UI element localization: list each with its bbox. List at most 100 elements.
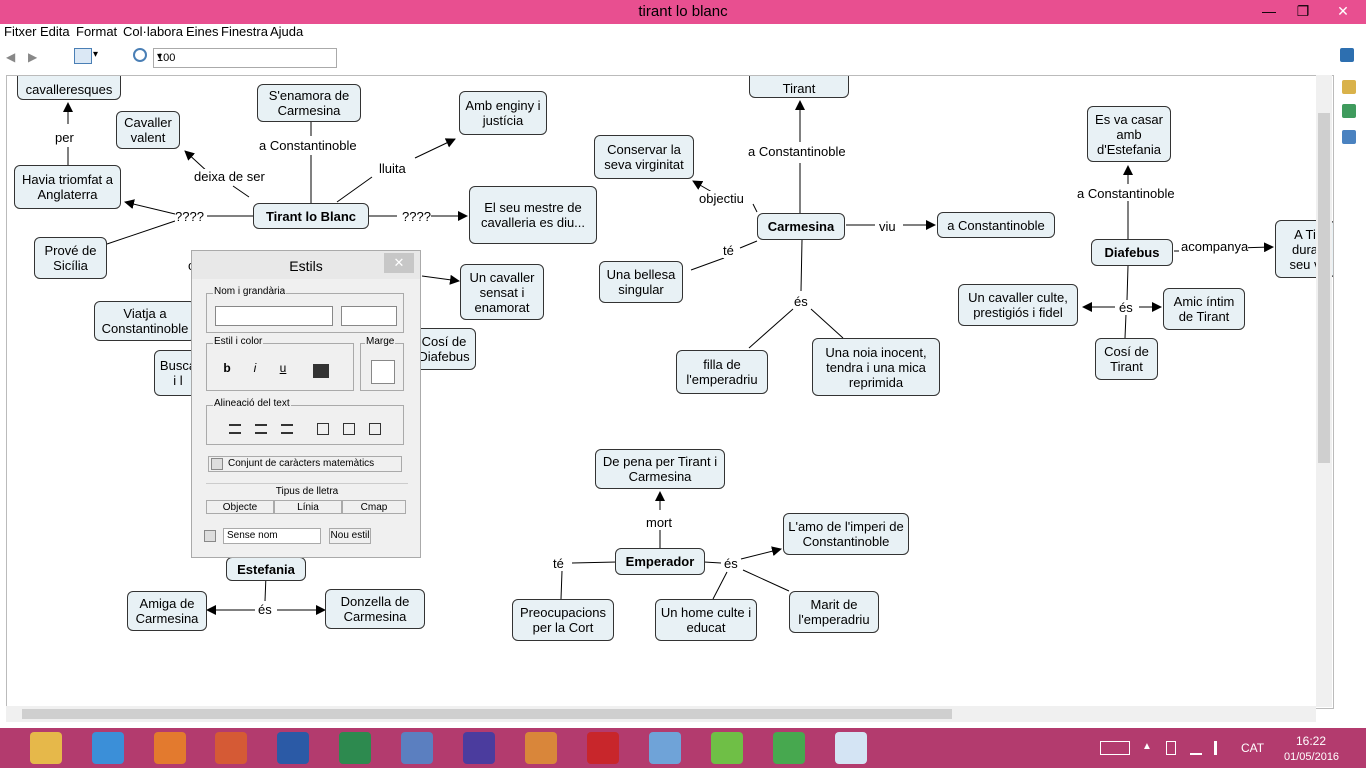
audio-icon[interactable] (463, 732, 495, 764)
align-middle-icon[interactable] (343, 423, 355, 435)
node-cosi-diafebus[interactable]: Cosí de Diafebus (412, 328, 476, 370)
node-havia-triomfat[interactable]: Havia triomfat a Anglaterra (14, 165, 121, 209)
file-explorer-icon[interactable] (30, 732, 62, 764)
link-a-constantinoble[interactable]: a Constantinoble (259, 138, 357, 153)
expand-icon[interactable] (211, 458, 223, 470)
utorrent-icon[interactable] (711, 732, 743, 764)
vertical-scroll-thumb[interactable] (1318, 113, 1330, 463)
tray-arrow-icon[interactable]: ▲ (1142, 741, 1152, 752)
link-a-constantinoble[interactable]: a Constantinoble (748, 144, 846, 159)
horizontal-scrollbar[interactable] (6, 706, 1316, 722)
maximize-button[interactable]: ❐ (1296, 3, 1310, 19)
font-tab[interactable]: Tipus de lletra (206, 483, 408, 497)
node-noia-inocent[interactable]: Una noia inocent, tendra i una mica repr… (812, 338, 940, 396)
cmap-icon[interactable] (835, 732, 867, 764)
link-es[interactable]: és (258, 602, 272, 617)
view-icon[interactable] (74, 48, 92, 64)
node-emperador[interactable]: Emperador (615, 548, 705, 575)
node-cavalleresques[interactable]: cavalleresques (17, 76, 121, 100)
minimize-button[interactable]: — (1262, 3, 1276, 19)
network-icon[interactable] (1342, 130, 1356, 144)
node-home-culte[interactable]: Un home culte i educat (655, 599, 757, 641)
node-tirant-lo-blanc[interactable]: Tirant lo Blanc (253, 203, 369, 229)
margin-input[interactable] (371, 360, 395, 384)
menu-ajuda[interactable]: Ajuda (270, 24, 304, 39)
node-carmesina[interactable]: Carmesina (757, 213, 845, 240)
menu-format[interactable]: Format (76, 24, 118, 39)
back-button[interactable]: ◀ (6, 50, 16, 64)
vertical-scrollbar[interactable] (1316, 75, 1332, 707)
menu-edita[interactable]: Edita (40, 24, 70, 39)
node-viatja[interactable]: Viatja a Constantinoble (94, 301, 196, 341)
italic-button[interactable]: i (253, 361, 257, 375)
link-te[interactable]: té (553, 556, 564, 571)
node-estefania[interactable]: Estefania (226, 557, 306, 581)
volume-icon[interactable] (1214, 741, 1224, 755)
node-de-pena[interactable]: De pena per Tirant i Carmesina (595, 449, 725, 489)
tab-cmap[interactable]: Cmap (342, 500, 406, 514)
text-color-icon[interactable] (313, 364, 329, 378)
pdf-icon[interactable] (587, 732, 619, 764)
node-preocupacions[interactable]: Preocupacions per la Cort (512, 599, 614, 641)
clock-date[interactable]: 01/05/2016 (1284, 751, 1340, 763)
language-indicator[interactable]: CAT (1241, 741, 1265, 755)
align-bottom-icon[interactable] (369, 423, 381, 435)
new-style-button[interactable]: Nou estil (329, 528, 371, 544)
link-viu[interactable]: viu (879, 219, 896, 234)
tool-icon[interactable] (1340, 48, 1354, 62)
powerpoint-icon[interactable] (215, 732, 247, 764)
node-prove-sicilia[interactable]: Prové de Sicília (34, 237, 107, 279)
node-senamora[interactable]: S'enamora de Carmesina (257, 84, 361, 122)
play-icon[interactable] (204, 530, 216, 542)
clock-time[interactable]: 16:22 (1296, 734, 1327, 748)
battery-icon[interactable] (1166, 741, 1176, 755)
network-icon[interactable] (1190, 741, 1202, 755)
book-icon[interactable] (1342, 104, 1356, 118)
node-marit[interactable]: Marit de l'emperadriu (789, 591, 879, 633)
forward-button[interactable]: ▶ (28, 50, 38, 64)
node-bellesa[interactable]: Una bellesa singular (599, 261, 683, 303)
photo-icon[interactable] (525, 732, 557, 764)
zoom-select[interactable]: 100 ▾ (153, 48, 337, 68)
zoom-icon[interactable] (133, 48, 147, 62)
node-cosi-tirant[interactable]: Cosí de Tirant (1095, 338, 1158, 380)
link-per[interactable]: per (55, 130, 74, 145)
firefox-icon[interactable] (154, 732, 186, 764)
bold-button[interactable]: b (223, 361, 231, 375)
align-left-icon[interactable] (229, 424, 241, 434)
underline-button[interactable]: u (279, 361, 287, 375)
horizontal-scroll-thumb[interactable] (22, 709, 952, 719)
node-cavaller-valent[interactable]: Cavaller valent (116, 111, 180, 149)
node-cavaller-culte[interactable]: Un cavaller culte, prestigiós i fidel (958, 284, 1078, 326)
tab-objecte[interactable]: Objecte (206, 500, 274, 514)
concept-map-canvas[interactable]: cavalleresques Cavaller valent S'enamora… (6, 75, 1334, 709)
node-amic-intim[interactable]: Amic íntim de Tirant (1163, 288, 1245, 330)
pencil-icon[interactable] (1342, 80, 1356, 94)
link-deixa-de-ser[interactable]: deixa de ser (194, 169, 265, 184)
node-cavaller-sensat[interactable]: Un cavaller sensat i enamorat (460, 264, 544, 320)
menu-fitxer[interactable]: Fitxer (4, 24, 37, 39)
keyboard-icon[interactable] (1100, 741, 1130, 755)
app-icon[interactable] (773, 732, 805, 764)
node-mestre[interactable]: El seu mestre de cavalleria es diu... (469, 186, 597, 244)
menu-finestra[interactable]: Finestra (221, 24, 268, 39)
font-size-select[interactable] (341, 306, 397, 326)
node-casar[interactable]: Es va casar amb d'Estefania (1087, 106, 1171, 162)
link-unknown[interactable]: ???? (402, 209, 431, 224)
node-amo-imperi[interactable]: L'amo de l'imperi de Constantinoble (783, 513, 909, 555)
link-mort[interactable]: mort (646, 515, 672, 530)
dialog-close-button[interactable]: ✕ (384, 253, 414, 273)
align-right-icon[interactable] (281, 424, 293, 434)
menu-collabora[interactable]: Col·labora (123, 24, 183, 39)
link-unknown[interactable]: ???? (175, 209, 204, 224)
disc-icon[interactable] (649, 732, 681, 764)
chevron-down-icon[interactable]: ▾ (93, 49, 99, 60)
tab-linia[interactable]: Línia (274, 500, 342, 514)
node-donzella[interactable]: Donzella de Carmesina (325, 589, 425, 629)
link-es[interactable]: és (1119, 300, 1133, 315)
node-a-constantinoble[interactable]: a Constantinoble (937, 212, 1055, 238)
link-a-constantinoble[interactable]: a Constantinoble (1077, 186, 1175, 201)
font-name-select[interactable] (215, 306, 333, 326)
word-icon[interactable] (277, 732, 309, 764)
node-tirant[interactable]: Tirant (749, 76, 849, 98)
